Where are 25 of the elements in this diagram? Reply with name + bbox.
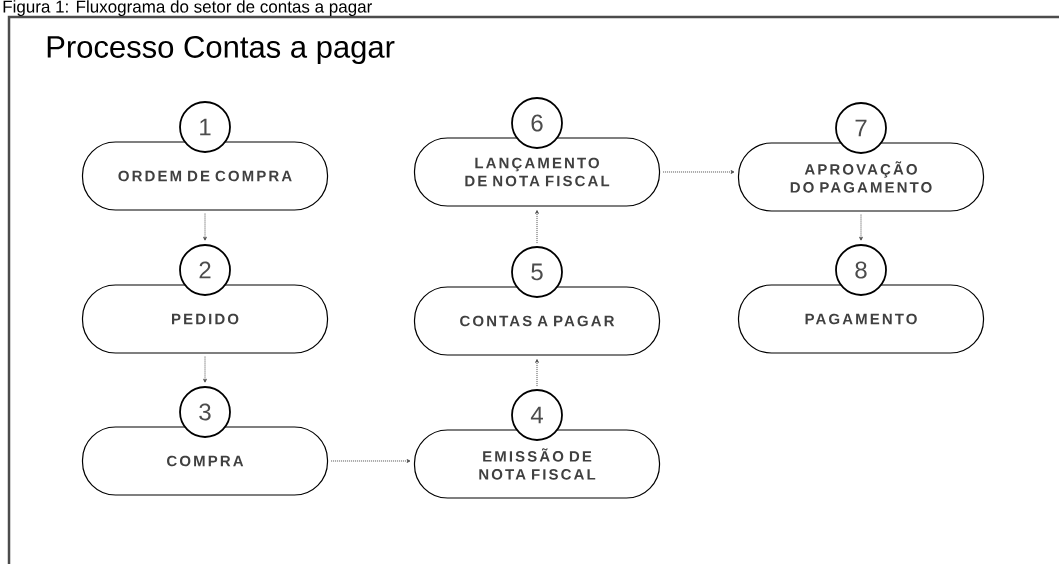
arrow xyxy=(535,210,539,244)
process-box: LANÇAMENTO DE NOTA FISCAL xyxy=(413,137,661,207)
process-box: PEDIDO xyxy=(81,284,329,354)
step-number: 7 xyxy=(835,102,887,154)
step-number: 6 xyxy=(511,97,563,149)
arrow xyxy=(203,356,207,383)
step-number: 2 xyxy=(179,244,231,296)
arrow xyxy=(203,213,207,241)
process-box: COMPRA xyxy=(81,426,329,496)
step-number: 4 xyxy=(511,389,563,441)
step-number: 1 xyxy=(179,101,231,153)
caption: Figura 1: Fluxograma do setor de contas a pagar xyxy=(3,0,372,17)
arrow xyxy=(330,459,411,463)
step-number: 3 xyxy=(179,386,231,438)
step-number: 5 xyxy=(511,246,563,298)
title: Processo Contas a pagar xyxy=(47,35,395,65)
process-box: PAGAMENTO xyxy=(737,284,985,354)
process-box: APROVAÇÃO DO PAGAMENTO xyxy=(737,142,985,212)
process-box: ORDEM DE COMPRA xyxy=(81,141,329,211)
process-box: CONTAS A PAGAR xyxy=(413,286,661,356)
step-number: 8 xyxy=(835,244,887,296)
arrow xyxy=(662,170,735,174)
arrow xyxy=(859,214,863,241)
process-box: EMISSÃO DE NOTA FISCAL xyxy=(413,429,661,499)
arrow xyxy=(535,359,539,387)
